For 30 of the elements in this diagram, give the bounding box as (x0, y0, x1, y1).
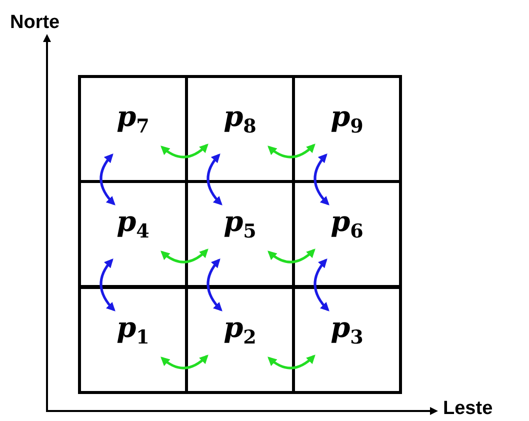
double-arrow (160, 354, 208, 370)
double-arrow (160, 248, 208, 264)
cell-label: p$_{5}$ (224, 205, 256, 238)
axis-label: Leste (443, 398, 493, 420)
cell-label: p$_{8}$ (224, 100, 256, 133)
grid-cell (292, 75, 402, 183)
grid-cell (292, 180, 402, 288)
cell-label: p$_{7}$ (116, 100, 150, 133)
double-arrow (206, 153, 222, 206)
double-arrow (267, 144, 316, 158)
grid-cell (292, 286, 402, 394)
double-arrow (100, 153, 116, 206)
double-arrow (267, 248, 316, 264)
double-arrow (267, 354, 316, 370)
cell-label: p$_{6}$ (330, 205, 364, 238)
grid-cell (185, 286, 295, 394)
double-arrow (314, 153, 330, 206)
grid-cell (78, 75, 188, 183)
double-arrow (314, 258, 330, 312)
grid-cell (78, 286, 188, 394)
cell-label: p$_{9}$ (330, 100, 364, 133)
double-arrow (206, 258, 222, 312)
grid-cell (78, 180, 188, 288)
cell-label: p$_{1}$ (116, 311, 150, 344)
cell-label: p$_{3}$ (330, 311, 364, 344)
double-arrow (160, 144, 208, 158)
cell-label: p$_{4}$ (116, 205, 150, 238)
axis-label: Norte (10, 12, 60, 34)
cell-label: p$_{2}$ (224, 311, 256, 344)
double-arrow (100, 258, 116, 312)
